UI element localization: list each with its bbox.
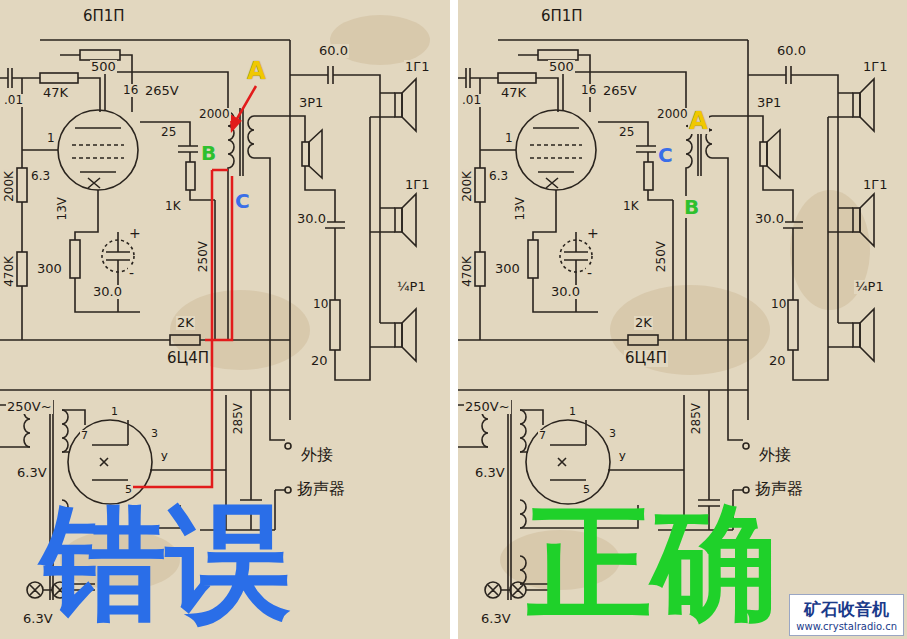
- point-marker: B: [683, 196, 700, 218]
- component-label: 5: [582, 484, 591, 496]
- component-label: 200K: [3, 170, 16, 203]
- component-label: 扬声器: [296, 480, 346, 498]
- component-label: 500: [548, 60, 575, 74]
- component-label: 285V: [232, 402, 245, 435]
- component-label: 5: [124, 484, 133, 496]
- component-label: 200K: [461, 170, 474, 203]
- component-label: 30.0: [550, 285, 581, 299]
- component-label: 6Ц4П: [624, 350, 668, 367]
- component-label: 6П1П: [540, 8, 584, 25]
- separator: [450, 0, 458, 639]
- component-label: 470K: [3, 255, 16, 288]
- component-label: 1: [46, 132, 56, 145]
- component-label: 30.0: [92, 285, 123, 299]
- component-label: 2000: [198, 108, 231, 121]
- component-label: 265V: [144, 84, 180, 98]
- component-label: 1Г1: [862, 60, 888, 74]
- component-label: 6.3: [30, 170, 51, 183]
- component-label: 20: [768, 354, 787, 368]
- component-label: 30.0: [296, 212, 327, 226]
- component-label: 285V: [690, 402, 703, 435]
- paper: [0, 0, 450, 639]
- component-label: 13V: [514, 196, 527, 221]
- component-label: 3: [608, 428, 617, 440]
- component-label: +: [586, 226, 600, 241]
- component-label: 1K: [164, 200, 182, 213]
- component-label: 16: [122, 84, 139, 97]
- point-marker: A: [246, 58, 267, 84]
- component-label: 7: [80, 430, 89, 442]
- component-label: 250V~: [464, 400, 511, 414]
- component-label: 16: [580, 84, 597, 97]
- component-label: .01: [3, 94, 24, 107]
- component-label: 10: [770, 298, 787, 311]
- point-marker: C: [657, 144, 674, 166]
- component-label: 3P1: [756, 96, 782, 110]
- component-label: 2K: [634, 316, 653, 330]
- component-label: У: [618, 452, 627, 464]
- component-label: 3: [150, 428, 159, 440]
- component-label: 250V: [197, 240, 210, 273]
- component-label: 25: [160, 126, 177, 139]
- component-label: 6.3: [488, 170, 509, 183]
- component-label: .01: [461, 94, 482, 107]
- component-label: 7: [538, 430, 547, 442]
- verdict-text: 错误: [40, 500, 292, 625]
- paper: [458, 0, 907, 639]
- component-label: 6Ц4П: [166, 350, 210, 367]
- logo-box: 矿石收音机www.crystalradio.cn: [789, 594, 904, 636]
- point-marker: C: [234, 190, 251, 212]
- component-label: 2K: [176, 316, 195, 330]
- component-label: 3P1: [298, 96, 324, 110]
- component-label: 500: [90, 60, 117, 74]
- component-label: 265V: [602, 84, 638, 98]
- component-label: 1: [568, 406, 577, 418]
- component-label: 6.3V: [474, 466, 506, 480]
- component-label: 250V~: [6, 400, 53, 414]
- component-label: 2000: [656, 108, 689, 121]
- component-label: 60.0: [776, 44, 807, 58]
- component-label: 10: [312, 298, 329, 311]
- wrong-wiring: [128, 86, 256, 487]
- component-label: 25: [618, 126, 635, 139]
- component-label: 47K: [500, 86, 527, 100]
- component-label: 300: [494, 262, 521, 276]
- component-label: 外接: [300, 446, 334, 464]
- component-label: 6.3V: [16, 466, 48, 480]
- component-label: У: [160, 452, 169, 464]
- component-label: 1K: [622, 200, 640, 213]
- component-label: -: [128, 266, 135, 281]
- component-label: +: [128, 226, 142, 241]
- component-label: 250V: [655, 240, 668, 273]
- component-label: 1: [504, 132, 514, 145]
- logo-title: 矿石收音机: [796, 598, 897, 621]
- component-label: 6П1П: [82, 8, 126, 25]
- logo-url: www.crystalradio.cn: [796, 621, 897, 632]
- component-label: 300: [36, 262, 63, 276]
- verdict-text: 正确: [526, 500, 778, 625]
- component-label: ¼P1: [396, 280, 427, 294]
- point-marker: B: [200, 142, 217, 164]
- component-label: 1: [110, 406, 119, 418]
- component-label: 6.3V: [480, 612, 512, 626]
- component-label: 20: [310, 354, 329, 368]
- component-label: ¼P1: [854, 280, 885, 294]
- component-label: 13V: [56, 196, 69, 221]
- point-marker: A: [688, 108, 709, 134]
- component-label: 1Г1: [404, 178, 430, 192]
- component-label: 60.0: [318, 44, 349, 58]
- component-label: 47K: [42, 86, 69, 100]
- component-label: 扬声器: [754, 480, 804, 498]
- component-label: 30.0: [754, 212, 785, 226]
- component-label: -: [586, 266, 593, 281]
- component-label: 1Г1: [862, 178, 888, 192]
- component-label: 1Г1: [404, 60, 430, 74]
- component-label: 外接: [758, 446, 792, 464]
- component-label: 470K: [461, 255, 474, 288]
